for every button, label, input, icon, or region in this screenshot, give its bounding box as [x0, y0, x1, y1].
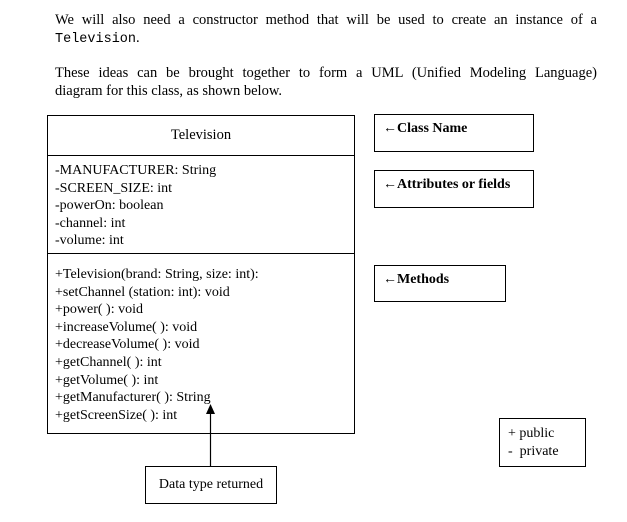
uml-method: +getManufacturer( ): String	[55, 390, 211, 406]
uml-attributes-section: -MANUFACTURER: String -SCREEN_SIZE: int …	[48, 155, 354, 254]
period: .	[136, 30, 140, 46]
paragraph-line: We will also need a constructor method t…	[55, 12, 597, 28]
uml-method: +getVolume( ): int	[55, 372, 159, 388]
intro-paragraph-uml: These ideas can be brought together to f…	[55, 64, 597, 100]
paragraph-line: Television.	[55, 29, 597, 49]
arrow-left-icon: ←	[383, 121, 397, 136]
uml-method: +Television(brand: String, size: int):	[55, 267, 259, 282]
uml-attribute: -volume: int	[55, 233, 124, 249]
uml-attribute: -MANUFACTURER: String	[55, 163, 217, 178]
visibility-legend: + public - private	[499, 418, 586, 467]
up-arrow-icon	[206, 404, 215, 470]
uml-method: +power( ): void	[55, 302, 143, 318]
uml-method: +decreaseVolume( ): void	[55, 337, 200, 353]
callout-class-name: ←Class Name	[374, 114, 534, 152]
data-type-returned-label: Data type returned	[145, 466, 277, 504]
callout-label: Methods	[397, 272, 450, 287]
uml-attribute: -SCREEN_SIZE: int	[55, 180, 173, 196]
paragraph-line: These ideas can be brought together to f…	[55, 65, 597, 81]
uml-method: +increaseVolume( ): void	[55, 319, 198, 335]
callout-label: Class Name	[397, 121, 468, 136]
code-television: Television	[55, 32, 137, 47]
paragraph-line: diagram for this class, as shown below.	[55, 83, 282, 99]
uml-method: +setChannel (station: int): void	[55, 284, 230, 300]
uml-method: +getChannel( ): int	[55, 354, 162, 370]
arrow-left-icon: ←	[383, 272, 397, 287]
callout-attributes: ←Attributes or fields	[374, 170, 534, 208]
legend-private: - private	[508, 444, 559, 459]
callout-label: Attributes or fields	[397, 177, 511, 192]
uml-methods-section: +Television(brand: String, size: int): +…	[48, 254, 354, 433]
uml-class-diagram: Television -MANUFACTURER: String -SCREEN…	[47, 115, 355, 434]
legend-public: + public	[508, 426, 555, 441]
uml-class-name: Television	[48, 116, 354, 156]
uml-method: +getScreenSize( ): int	[55, 407, 178, 423]
callout-methods: ←Methods	[374, 265, 506, 302]
intro-paragraph-constructor: We will also need a constructor method t…	[55, 11, 597, 49]
arrow-left-icon: ←	[383, 177, 397, 192]
uml-attribute: -channel: int	[55, 215, 126, 231]
uml-attribute: -powerOn: boolean	[55, 198, 164, 214]
